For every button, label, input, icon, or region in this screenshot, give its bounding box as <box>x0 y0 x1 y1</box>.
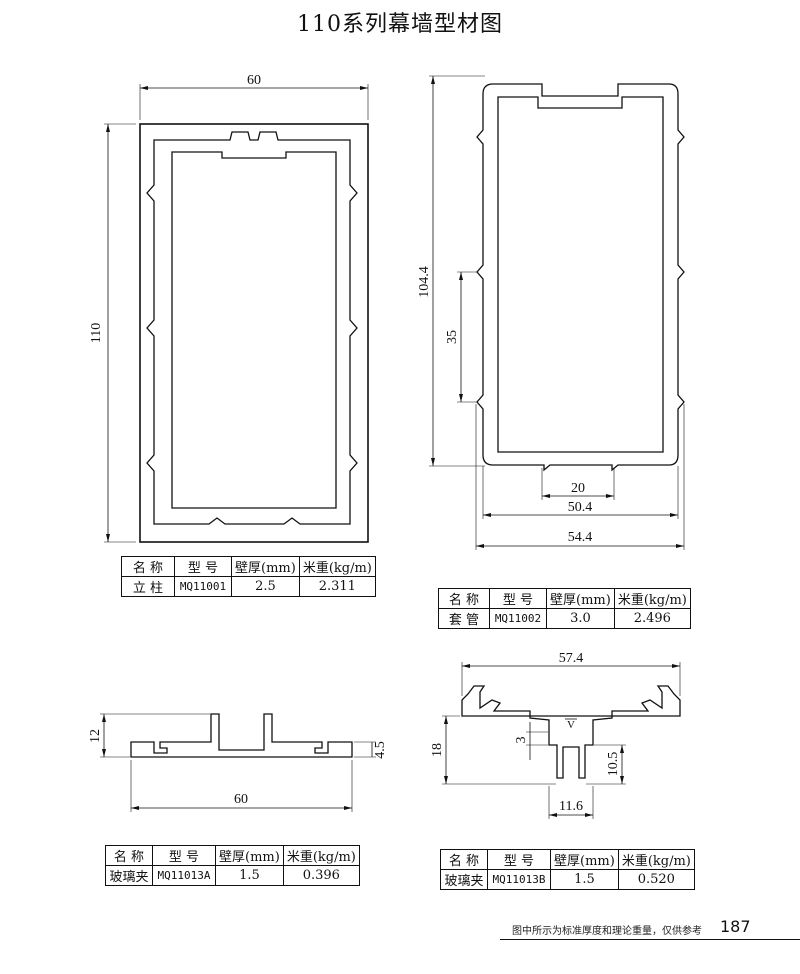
table-cell: 玻璃夹 <box>105 865 153 886</box>
footer-note: 图中所示为标准厚度和理论重量，仅供参考 <box>512 926 702 937</box>
table-cell: 0.396 <box>282 865 360 886</box>
footer-divider <box>500 939 800 940</box>
table-cell: 2.496 <box>613 608 691 629</box>
profile-mq11001 <box>104 84 369 543</box>
p1-height-label: 110 <box>89 323 104 343</box>
p2-spacing-label: 35 <box>445 330 460 344</box>
p4-v-mark: V <box>567 719 575 731</box>
page-number: 187 <box>720 917 751 936</box>
page-title: 110系列幕墙型材图 <box>297 12 503 37</box>
p4-height-label: 18 <box>430 743 445 757</box>
p2-height-label: 104.4 <box>417 266 432 298</box>
table-cell: 3.0 <box>546 608 615 629</box>
table-cell: MQ11001 <box>174 576 232 597</box>
table-cell: 1.5 <box>215 865 284 886</box>
table-header: 米重(kg/m) <box>613 588 691 609</box>
p3-width-label: 60 <box>234 792 248 807</box>
table-header: 壁厚(mm) <box>550 849 619 870</box>
table-header: 壁厚(mm) <box>546 588 615 609</box>
spec-table-mq11013a: 名 称 型 号 壁厚(mm) 米重(kg/m) 玻璃夹 MQ11013A 1.5… <box>105 845 360 886</box>
profile-mq11002 <box>429 75 685 550</box>
p4-gap-label: 3 <box>514 737 529 744</box>
table-header: 型 号 <box>174 556 232 577</box>
p4-width-label: 57.4 <box>559 651 584 666</box>
table-header: 米重(kg/m) <box>298 556 376 577</box>
p4-base-label: 11.6 <box>559 799 583 814</box>
table-cell: 2.311 <box>298 576 376 597</box>
table-header: 名 称 <box>105 845 153 866</box>
p3-height-label: 12 <box>88 729 103 743</box>
profile-mq11013a <box>100 713 376 812</box>
p2-gap-label: 20 <box>571 481 585 496</box>
table-cell: MQ11013A <box>152 865 216 886</box>
p2-outer-width-label: 54.4 <box>568 530 593 545</box>
table-header: 米重(kg/m) <box>282 845 360 866</box>
table-header: 米重(kg/m) <box>617 849 695 870</box>
spec-table-mq11001: 名 称 型 号 壁厚(mm) 米重(kg/m) 立 柱 MQ11001 2.5 … <box>121 556 376 597</box>
table-header: 名 称 <box>440 849 488 870</box>
p2-inner-width-label: 50.4 <box>568 500 593 515</box>
table-cell: 0.520 <box>617 869 695 890</box>
table-cell: MQ11013B <box>487 869 551 890</box>
table-header: 型 号 <box>489 588 547 609</box>
table-header: 壁厚(mm) <box>231 556 300 577</box>
table-cell: 套 管 <box>438 608 490 629</box>
spec-table-mq11002: 名 称 型 号 壁厚(mm) 米重(kg/m) 套 管 MQ11002 3.0 … <box>438 588 691 629</box>
table-header: 名 称 <box>438 588 490 609</box>
table-cell: 1.5 <box>550 869 619 890</box>
table-cell: MQ11002 <box>489 608 547 629</box>
table-cell: 2.5 <box>231 576 300 597</box>
table-cell: 立 柱 <box>121 576 175 597</box>
table-header: 型 号 <box>152 845 216 866</box>
p4-depth-label: 10.5 <box>606 752 621 777</box>
p3-thickness-label: 4.5 <box>373 741 388 759</box>
profile-mq11013b <box>442 662 681 819</box>
spec-table-mq11013b: 名 称 型 号 壁厚(mm) 米重(kg/m) 玻璃夹 MQ11013B 1.5… <box>440 849 695 890</box>
table-header: 壁厚(mm) <box>215 845 284 866</box>
table-cell: 玻璃夹 <box>440 869 488 890</box>
table-header: 型 号 <box>487 849 551 870</box>
table-header: 名 称 <box>121 556 175 577</box>
p1-width-label: 60 <box>247 73 261 88</box>
